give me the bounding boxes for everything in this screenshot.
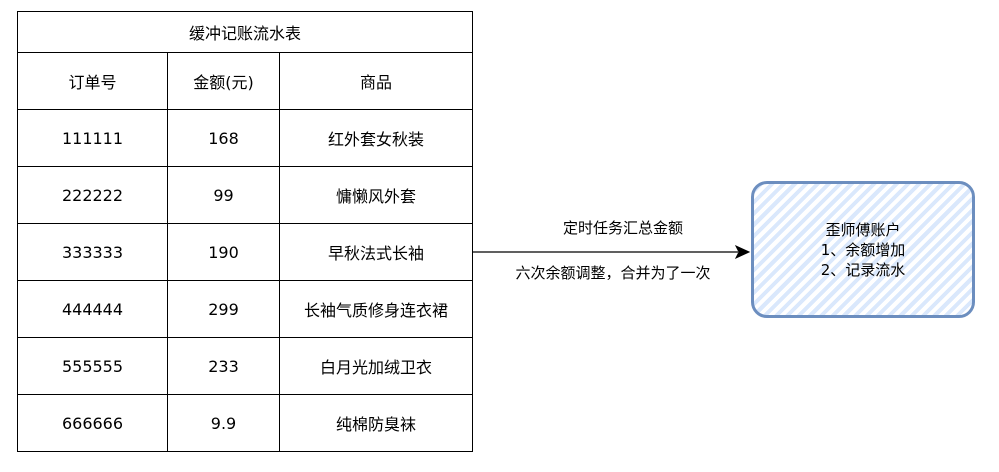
table-header-row: 订单号 金额(元) 商品 (17, 52, 473, 110)
buffer-ledger-table: 缓冲记账流水表 订单号 金额(元) 商品 111111 168 红外套女秋装 2… (17, 11, 473, 452)
table-row: 555555 233 白月光加绒卫衣 (17, 337, 473, 395)
amount-cell: 9.9 (167, 394, 280, 452)
account-node: 歪师傅账户 1、余额增加 2、记录流水 (751, 181, 975, 318)
product-cell: 慵懒风外套 (279, 166, 473, 224)
account-title: 歪师傅账户 (825, 220, 901, 239)
product-cell: 纯棉防臭袜 (279, 394, 473, 452)
table-row: 666666 9.9 纯棉防臭袜 (17, 394, 473, 452)
amount-cell: 168 (167, 109, 280, 167)
order-no-cell: 555555 (17, 337, 168, 395)
table-row: 111111 168 红外套女秋装 (17, 109, 473, 167)
product-cell: 红外套女秋装 (279, 109, 473, 167)
arrowhead-icon (734, 244, 751, 260)
order-no-cell: 333333 (17, 223, 168, 281)
column-header-product: 商品 (279, 52, 473, 110)
amount-cell: 190 (167, 223, 280, 281)
amount-cell: 99 (167, 166, 280, 224)
product-cell: 长袖气质修身连衣裙 (279, 280, 473, 338)
amount-cell: 233 (167, 337, 280, 395)
column-header-amount: 金额(元) (167, 52, 280, 110)
edge-label-scheduled-task: 定时任务汇总金额 (562, 219, 683, 237)
amount-cell: 299 (167, 280, 280, 338)
order-no-cell: 222222 (17, 166, 168, 224)
product-cell: 早秋法式长袖 (279, 223, 473, 281)
account-step-balance: 1、余额增加 (820, 240, 906, 259)
column-header-order-no: 订单号 (17, 52, 168, 110)
account-step-record: 2、记录流水 (820, 260, 906, 279)
table-title-row: 缓冲记账流水表 (17, 11, 473, 53)
table-row: 333333 190 早秋法式长袖 (17, 223, 473, 281)
product-cell: 白月光加绒卫衣 (279, 337, 473, 395)
order-no-cell: 111111 (17, 109, 168, 167)
table-row: 444444 299 长袖气质修身连衣裙 (17, 280, 473, 338)
table-row: 222222 99 慵懒风外套 (17, 166, 473, 224)
order-no-cell: 444444 (17, 280, 168, 338)
edge-label-merge-note: 六次余额调整，合并为了一次 (515, 264, 711, 282)
order-no-cell: 666666 (17, 394, 168, 452)
table-title: 缓冲记账流水表 (17, 11, 473, 53)
